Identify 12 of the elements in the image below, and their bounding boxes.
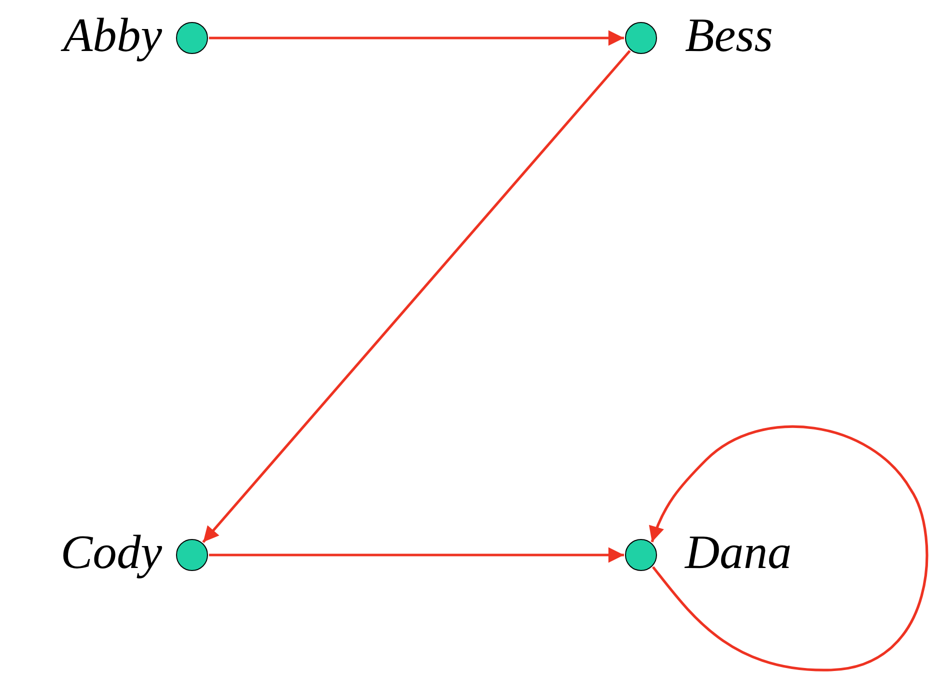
arrow [649, 426, 928, 672]
node-label: Dana [685, 525, 792, 581]
arrow [209, 30, 624, 46]
circle-node [625, 22, 657, 54]
node-label: Bess [685, 8, 773, 64]
arrow [209, 547, 624, 563]
arrow [202, 50, 631, 544]
circle-node [176, 22, 208, 54]
node-label: Abby [63, 8, 162, 64]
circle-node [625, 539, 657, 571]
node-label: Cody [60, 525, 162, 581]
circle-node [176, 539, 208, 571]
